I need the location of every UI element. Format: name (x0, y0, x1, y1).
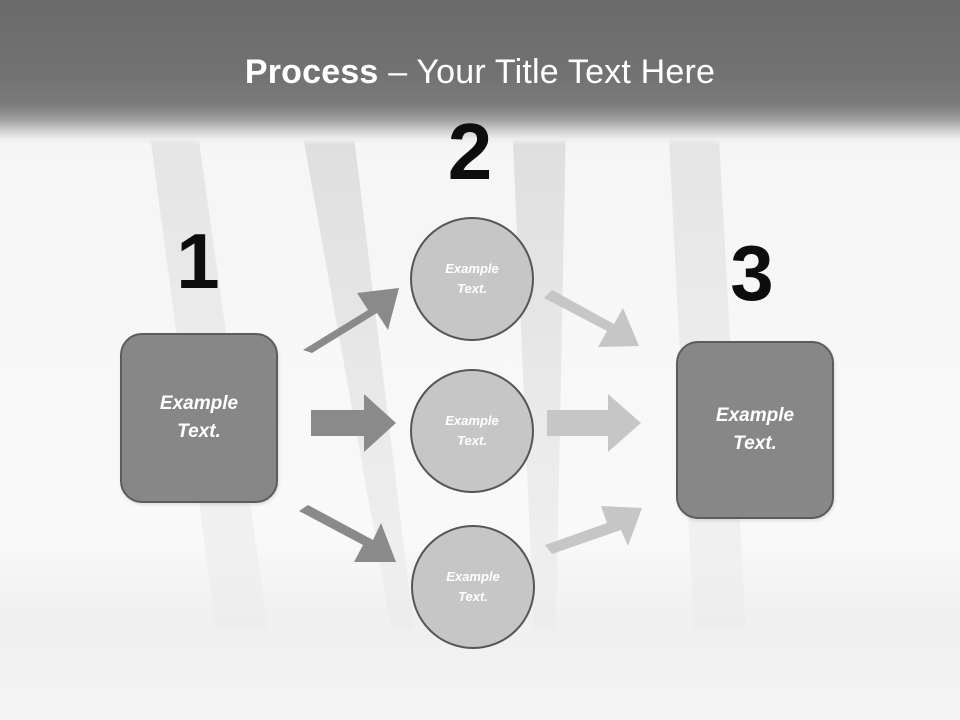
process-circle-node-1-line1: Example (445, 261, 499, 276)
process-circle-node-2-line1: Example (445, 413, 499, 428)
process-circle-node-1-line2: Text. (457, 281, 487, 296)
process-circle-node-2[interactable]: Example Text. (410, 369, 534, 493)
process-box-step-3-line1: Example (715, 405, 795, 426)
step-number-3: 3 (730, 229, 774, 317)
process-box-step-1[interactable]: Example Text. (120, 333, 278, 503)
process-circle-node-3-line1: Example (446, 569, 500, 584)
page-title: Process – Your Title Text Here (0, 52, 960, 92)
step-number-2: 2 (447, 107, 493, 196)
process-box-step-1-line2: Text. (177, 421, 221, 442)
arrow-box1-to-circle3[interactable] (299, 505, 396, 562)
process-circle-node-3-line2: Text. (458, 589, 488, 604)
page-title-rest: Your Title Text Here (416, 53, 716, 91)
arrow-circle1-to-box3[interactable] (544, 290, 639, 347)
process-box-step-3-line2: Text. (733, 433, 777, 454)
step-number-1: 1 (176, 217, 220, 305)
page-title-separator: – (378, 53, 417, 91)
header-band (0, 0, 960, 145)
process-box-step-1-line1: Example (159, 393, 239, 414)
process-circle-node-1[interactable]: Example Text. (410, 217, 534, 341)
page-title-bold: Process (244, 53, 379, 91)
process-circle-node-3[interactable]: Example Text. (411, 525, 535, 649)
process-circle-node-2-line2: Text. (457, 433, 487, 448)
process-box-step-3[interactable]: Example Text. (676, 341, 834, 519)
arrow-box1-to-circle2[interactable] (311, 394, 396, 452)
arrow-circle2-to-box3[interactable] (547, 394, 641, 452)
arrow-circle3-to-box3[interactable] (545, 506, 642, 554)
arrow-box1-to-circle1[interactable] (303, 288, 399, 353)
